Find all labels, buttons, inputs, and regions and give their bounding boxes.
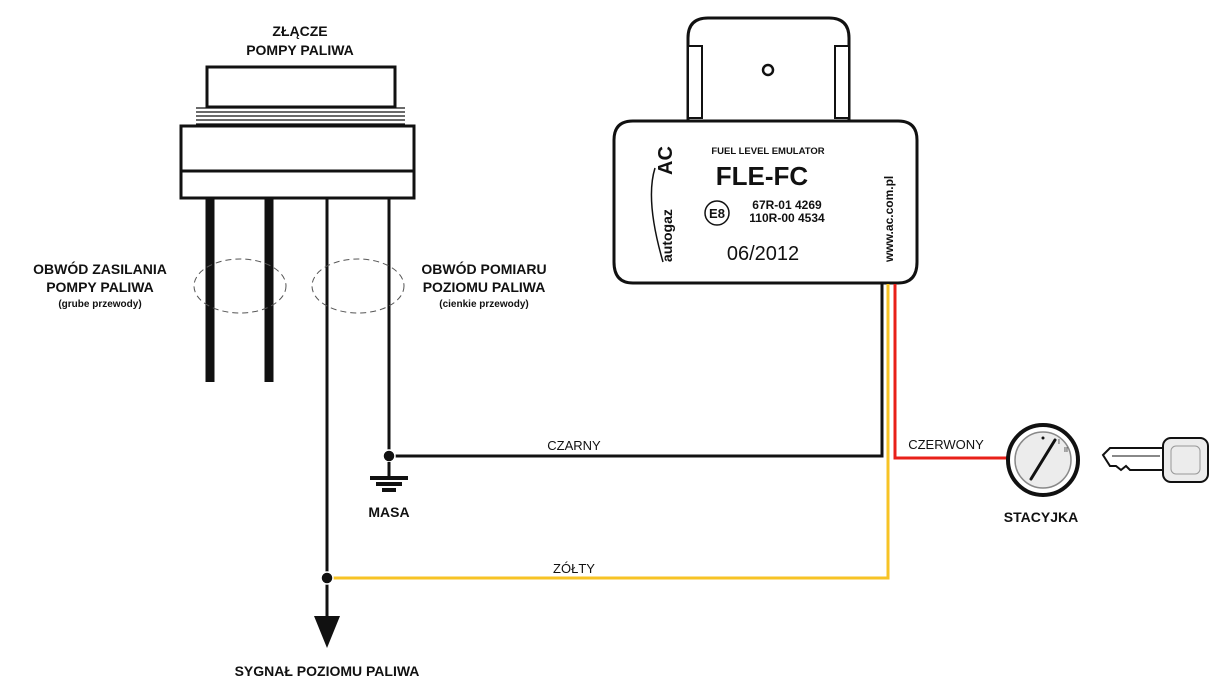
yellow-wire	[327, 284, 890, 580]
approval-1: 67R-01 4269	[752, 198, 822, 212]
red-wire	[893, 284, 1010, 460]
connector-title-line1: ZŁĄCZE	[272, 23, 327, 39]
brand-logo: autogaz AC	[650, 146, 677, 263]
module-date: 06/2012	[727, 243, 799, 265]
yellow-wire-label: ZÓŁTY	[553, 561, 595, 576]
fle-fc-module	[612, 16, 919, 285]
measure-circuit-line1: OBWÓD POMIARU	[421, 260, 546, 277]
ground-junction	[382, 449, 396, 463]
svg-text:II: II	[1064, 447, 1068, 454]
power-circuit-line2: POMPY PALIWA	[46, 279, 154, 295]
ground-symbol	[370, 462, 408, 492]
e-mark-circle	[704, 200, 730, 226]
measure-circuit-note: (cienkie przewody)	[439, 299, 528, 310]
fuel-pump-connector	[179, 65, 416, 200]
ignition-label: STACYJKA	[1004, 509, 1078, 525]
e-mark: E8	[709, 206, 725, 221]
brand-name: autogaz	[659, 209, 675, 262]
module-model: FLE-FC	[716, 161, 809, 191]
key-icon	[1101, 437, 1209, 483]
power-circuit-line1: OBWÓD ZASILANIA	[33, 260, 167, 277]
approval-2: 110R-00 4534	[749, 211, 825, 225]
black-wire-label: CZARNY	[547, 438, 601, 453]
brand-mark: AC	[655, 146, 677, 175]
power-circuit-note: (grube przewody)	[58, 299, 141, 310]
black-wire	[389, 284, 884, 458]
ground-label: MASA	[368, 504, 409, 520]
ignition-switch-icon: I II	[1006, 423, 1080, 497]
module-website: www.ac.com.pl	[882, 176, 896, 263]
signal-label: SYGNAŁ POZIOMU PALIWA	[235, 663, 420, 679]
module-header: FUEL LEVEL EMULATOR	[711, 146, 824, 157]
signal-junction	[320, 571, 334, 585]
svg-text:I: I	[1058, 439, 1060, 446]
measure-circuit-line2: POZIOMU PALIWA	[423, 279, 546, 295]
red-wire-label: CZERWONY	[908, 437, 984, 452]
measure-circuit-highlight	[311, 258, 405, 314]
power-circuit-highlight	[193, 258, 287, 314]
signal-arrow-icon	[314, 616, 340, 648]
connector-title-line2: POMPY PALIWA	[246, 42, 354, 58]
